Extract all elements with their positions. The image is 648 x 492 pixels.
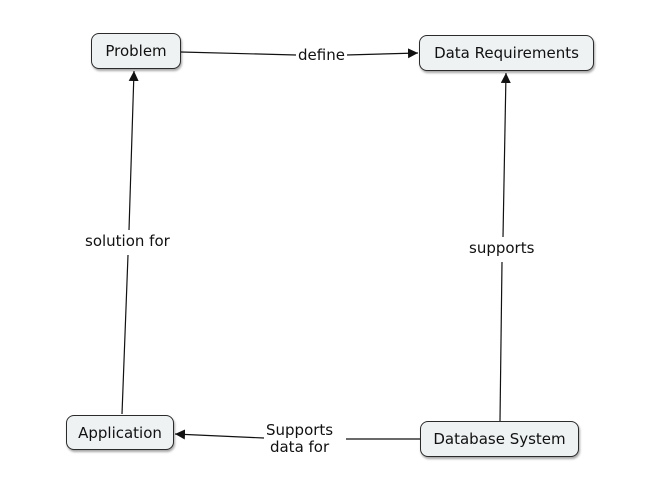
- node-problem-label: Problem: [105, 42, 167, 60]
- connector-solution-for-to-problem: [128, 70, 139, 231]
- link-label-supports-text: supports: [469, 239, 535, 257]
- connector-problem-to-define: [180, 51, 297, 56]
- connector-supports-data-for-to-application: [174, 429, 265, 440]
- node-data-requirements[interactable]: Data Requirements: [419, 35, 594, 71]
- link-label-define-text: define: [298, 46, 345, 64]
- link-label-supports-data-for: Supports data for: [264, 421, 336, 456]
- node-database-system[interactable]: Database System: [420, 421, 579, 457]
- link-label-solution-for-text: solution for: [85, 232, 170, 250]
- connector-application-to-solution-for: [121, 254, 129, 415]
- link-label-supports-data-for-line2: data for: [269, 438, 330, 456]
- node-application-label: Application: [78, 423, 162, 442]
- node-problem[interactable]: Problem: [91, 33, 181, 69]
- node-application[interactable]: Application: [66, 415, 174, 450]
- connector-define-to-data-requirements: [345, 48, 419, 59]
- connector-database-system-to-supports: [499, 261, 503, 422]
- link-label-define: define: [296, 47, 347, 64]
- connector-supports-to-data-requirements: [500, 72, 511, 238]
- node-database-system-label: Database System: [433, 430, 566, 448]
- node-data-requirements-label: Data Requirements: [434, 44, 579, 62]
- link-label-supports-data-for-line1: Supports: [266, 421, 334, 439]
- link-label-supports: supports: [467, 239, 537, 257]
- link-label-solution-for: solution for: [83, 233, 172, 250]
